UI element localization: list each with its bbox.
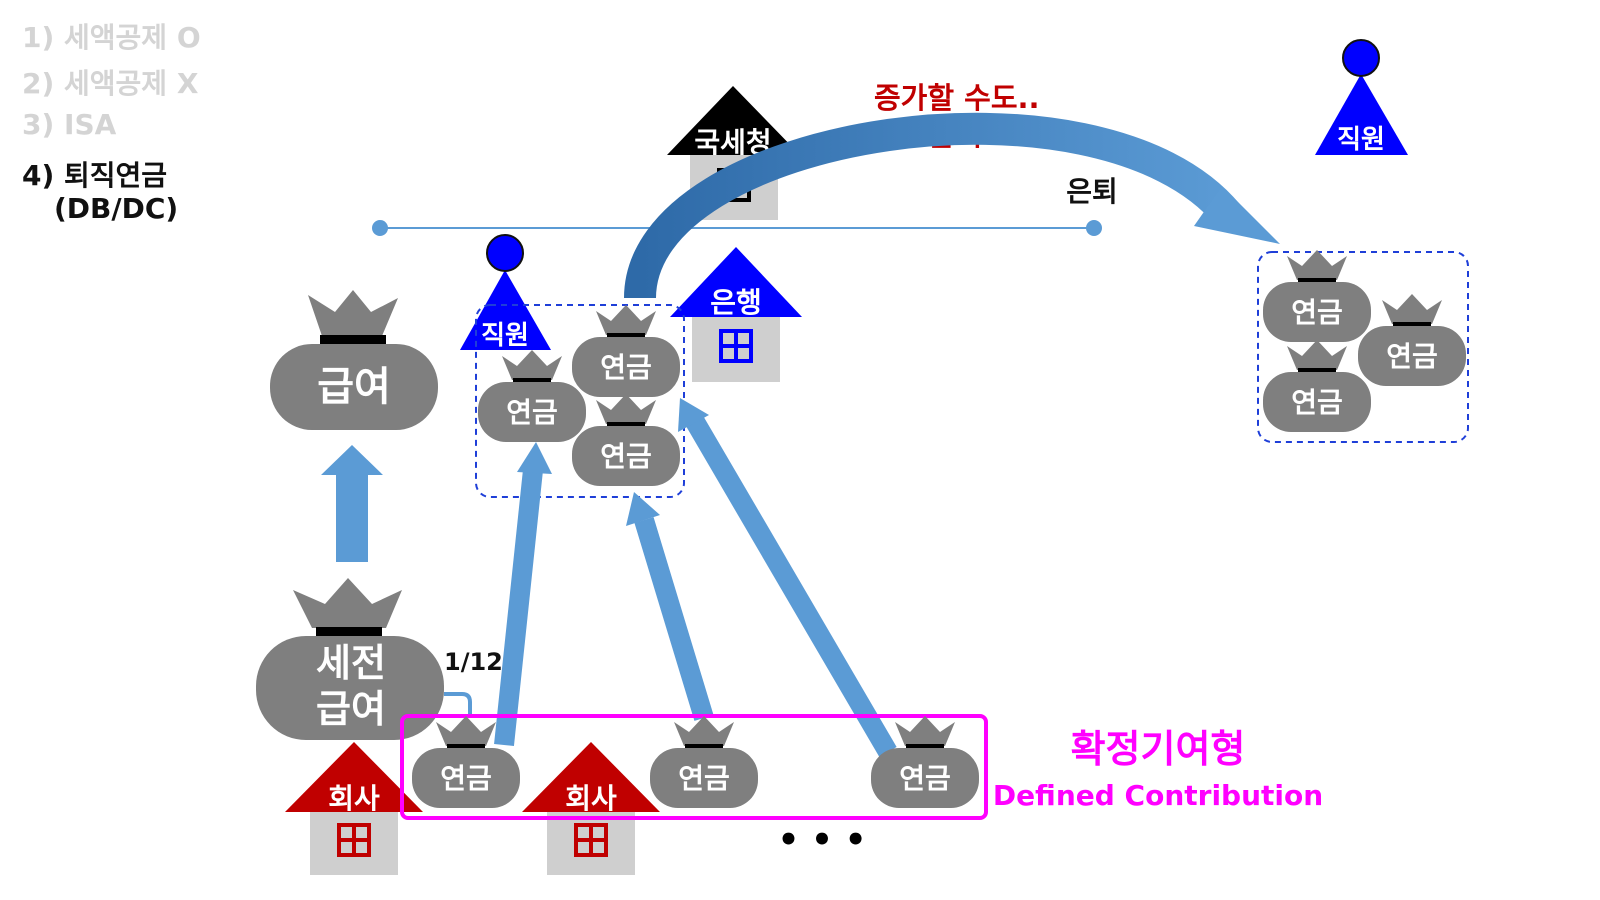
company-building-1: 회사 [285, 742, 423, 875]
money-bag-icon: 연금 [871, 716, 979, 808]
pension-label: 연금 [1291, 296, 1343, 329]
pension-label: 연금 [899, 762, 951, 795]
pension-label: 연금 [1386, 340, 1438, 373]
company-label: 회사 [565, 782, 617, 815]
money-bag-icon: 연금 [572, 305, 680, 397]
menu-item-2: 2) 세액공제 X [22, 67, 199, 100]
menu-item-4: 4) 퇴직연금 [22, 159, 168, 192]
money-bag-icon: 연금 [412, 716, 520, 808]
bank-label: 은행 [710, 286, 762, 319]
retired-employee-person: 직원 [1315, 39, 1408, 155]
pension-label: 연금 [600, 440, 652, 473]
pension-account-box [475, 304, 685, 498]
salary-label: 급여 [317, 364, 391, 410]
ellipsis: • • • [778, 820, 867, 860]
ratio-connector [444, 692, 472, 716]
pension-label: 연금 [678, 762, 730, 795]
contribution-arrows [494, 398, 897, 758]
money-bag-icon: 세전 급여 [256, 578, 444, 740]
salary-up-arrow [321, 445, 383, 562]
ratio-label: 1/12 [444, 648, 503, 676]
money-bag-icon: 연금 [1263, 340, 1371, 432]
money-bag-icon: 연금 [650, 716, 758, 808]
retirement-curve-arrow [624, 112, 1280, 300]
gain-note: 증가할 수도.. [874, 81, 1040, 115]
money-bag-icon: 연금 [572, 394, 680, 486]
company-label: 회사 [328, 782, 380, 815]
dc-subtitle: Defined Contribution [993, 779, 1323, 812]
menu-item-4-sub: (DB/DC) [54, 192, 179, 225]
pension-label: 연금 [440, 762, 492, 795]
money-bag-icon: 급여 [270, 290, 438, 430]
pension-label: 연금 [600, 351, 652, 384]
timeline [372, 220, 1102, 236]
pension-label: 연금 [1291, 386, 1343, 419]
bank-building: 은행 [670, 247, 802, 382]
pretax-label-line1: 세전 [316, 641, 386, 685]
window-icon [719, 329, 753, 363]
employee-label: 직원 [481, 321, 529, 351]
menu-item-3: 3) ISA [22, 108, 117, 141]
company-building-2: 회사 [522, 742, 660, 875]
retirement-pension-box [1257, 251, 1469, 443]
money-bag-icon: 연금 [1358, 294, 1466, 386]
money-bag-icon: 연금 [478, 350, 586, 442]
money-bag-icon: 연금 [1263, 250, 1371, 342]
window-icon [337, 823, 371, 857]
pretax-label-line2: 급여 [316, 687, 386, 731]
dc-title: 확정기여형 [1071, 727, 1246, 771]
employee-person: 직원 [460, 234, 551, 351]
window-icon [574, 823, 608, 857]
retired-employee-label: 직원 [1337, 125, 1385, 155]
retire-label: 은퇴 [1066, 175, 1118, 208]
pension-label: 연금 [506, 396, 558, 429]
menu-item-1: 1) 세액공제 O [22, 21, 201, 54]
dc-highlight-box [400, 714, 988, 820]
